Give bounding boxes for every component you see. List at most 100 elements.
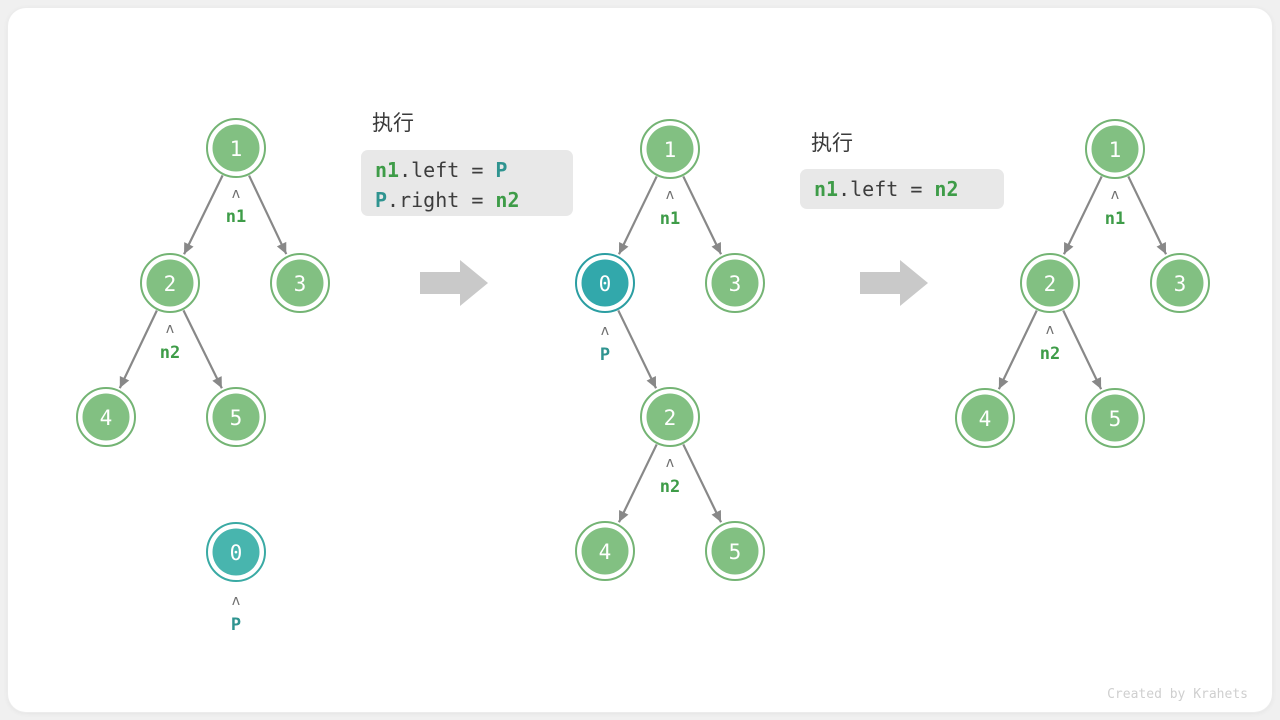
tree-node[interactable]: 3: [270, 253, 330, 313]
node-value: 4: [100, 406, 113, 430]
tree-node[interactable]: 0: [206, 522, 266, 582]
pointer-caret: ʌ: [166, 321, 174, 337]
edge-arrowhead: [1156, 242, 1167, 255]
arrow-2: [860, 260, 928, 306]
tree-node[interactable]: 4: [76, 387, 136, 447]
tree-node[interactable]: 5: [1085, 388, 1145, 448]
node-value: 1: [664, 138, 677, 162]
tree-edge: [183, 174, 224, 255]
tree-edge: [617, 309, 658, 389]
tree-node[interactable]: 5: [206, 387, 266, 447]
edge-arrowhead: [184, 242, 194, 255]
pointer-name: P: [231, 615, 241, 635]
transitions-layer: [420, 260, 928, 306]
node-value: 3: [1174, 272, 1187, 296]
node-value: 5: [729, 540, 742, 564]
tree-node[interactable]: 2: [1020, 253, 1080, 313]
pointer-caret: ʌ: [666, 455, 674, 471]
code-box-2-bg: [800, 169, 1004, 209]
pointer-label-n2: ʌ n2: [160, 321, 180, 363]
pointer-label-n2: ʌ n2: [660, 455, 680, 497]
tree-node[interactable]: 0: [575, 253, 635, 313]
node-value: 2: [1044, 272, 1057, 296]
edge-arrowhead: [1091, 377, 1102, 390]
pointer-label-n1: ʌ n1: [660, 187, 680, 229]
edge-arrowhead: [711, 242, 722, 255]
pointer-label-P: ʌP: [600, 323, 610, 365]
code-box-2-line: n1.left = n2: [814, 177, 959, 201]
tree-node[interactable]: 1: [1085, 119, 1145, 179]
edge-arrowhead: [212, 376, 222, 389]
tree-node[interactable]: 2: [640, 387, 700, 447]
pointer-caret: ʌ: [1046, 322, 1054, 338]
pointer-label-n1: ʌn1: [1105, 187, 1125, 229]
edge-arrowhead: [276, 241, 287, 255]
edge-arrowhead: [711, 510, 722, 523]
node-value: 1: [1109, 138, 1122, 162]
tree-edge: [682, 175, 723, 255]
node-value: 4: [599, 540, 612, 564]
nodes-layer: 1 2 3 4 5 0 1 0 3 2 4 5 1 2 3 4 5: [76, 118, 1210, 582]
tree-edge: [617, 443, 658, 523]
edge-arrowhead: [618, 510, 629, 523]
node-value: 3: [294, 272, 307, 296]
tree-edge: [248, 175, 288, 255]
pointer-name: P: [600, 345, 610, 365]
pointer-caret: ʌ: [666, 187, 674, 203]
tree-edge: [118, 310, 158, 389]
edge-arrowhead: [1063, 242, 1074, 255]
tree-edge: [1127, 175, 1168, 255]
tree-edge: [1062, 310, 1103, 390]
tree-edge: [182, 309, 223, 389]
pointer-name: n2: [1040, 344, 1060, 364]
node-value: 1: [230, 137, 243, 161]
tree-node[interactable]: 4: [955, 388, 1015, 448]
node-value: 0: [599, 272, 612, 296]
pointer-caret: ʌ: [601, 323, 609, 339]
pointer-name: n1: [226, 207, 246, 227]
node-value: 0: [230, 541, 243, 565]
pointer-label-n1: ʌ n1: [226, 186, 246, 227]
pointer-caret: ʌ: [232, 593, 240, 609]
pointer-label-P: ʌP: [231, 593, 241, 635]
node-value: 2: [664, 406, 677, 430]
node-value: 5: [1109, 407, 1122, 431]
tree-edge: [1062, 175, 1103, 255]
edges-layer: [118, 174, 1168, 523]
tree-edge: [617, 175, 658, 255]
tree-node[interactable]: 3: [1150, 253, 1210, 313]
edge-arrowhead: [618, 242, 629, 255]
pointer-name: n2: [160, 343, 180, 363]
edge-arrowhead: [646, 376, 657, 389]
tree-edge: [682, 443, 723, 523]
pointer-name: n1: [1105, 209, 1125, 229]
edge-arrowhead: [998, 377, 1009, 390]
tree-node[interactable]: 4: [575, 521, 635, 581]
step-heading-1: 执行: [372, 112, 414, 135]
code-box-1-bg: [361, 150, 573, 216]
pointer-label-n2: ʌ n2: [1040, 322, 1060, 364]
pointer-caret: ʌ: [232, 186, 240, 202]
pointer-name: n1: [660, 209, 680, 229]
step-heading-2: 执行: [811, 132, 853, 155]
edge-arrowhead: [119, 375, 130, 389]
node-value: 2: [164, 272, 177, 296]
tree-node[interactable]: 5: [705, 521, 765, 581]
credit-text: Created by Krahets: [1107, 687, 1248, 702]
node-value: 4: [979, 407, 992, 431]
node-value: 5: [230, 406, 243, 430]
tree-node[interactable]: 2: [140, 253, 200, 313]
tree-node[interactable]: 1: [206, 118, 266, 178]
tree-node[interactable]: 1: [640, 119, 700, 179]
arrow-1: [420, 260, 488, 306]
tree-edge: [997, 310, 1038, 390]
code-box-1-line: n1.left = P: [375, 158, 507, 182]
pointer-name: n2: [660, 477, 680, 497]
node-value: 3: [729, 272, 742, 296]
tree-node[interactable]: 3: [705, 253, 765, 313]
code-box-1-line: P.right = n2: [375, 188, 520, 212]
